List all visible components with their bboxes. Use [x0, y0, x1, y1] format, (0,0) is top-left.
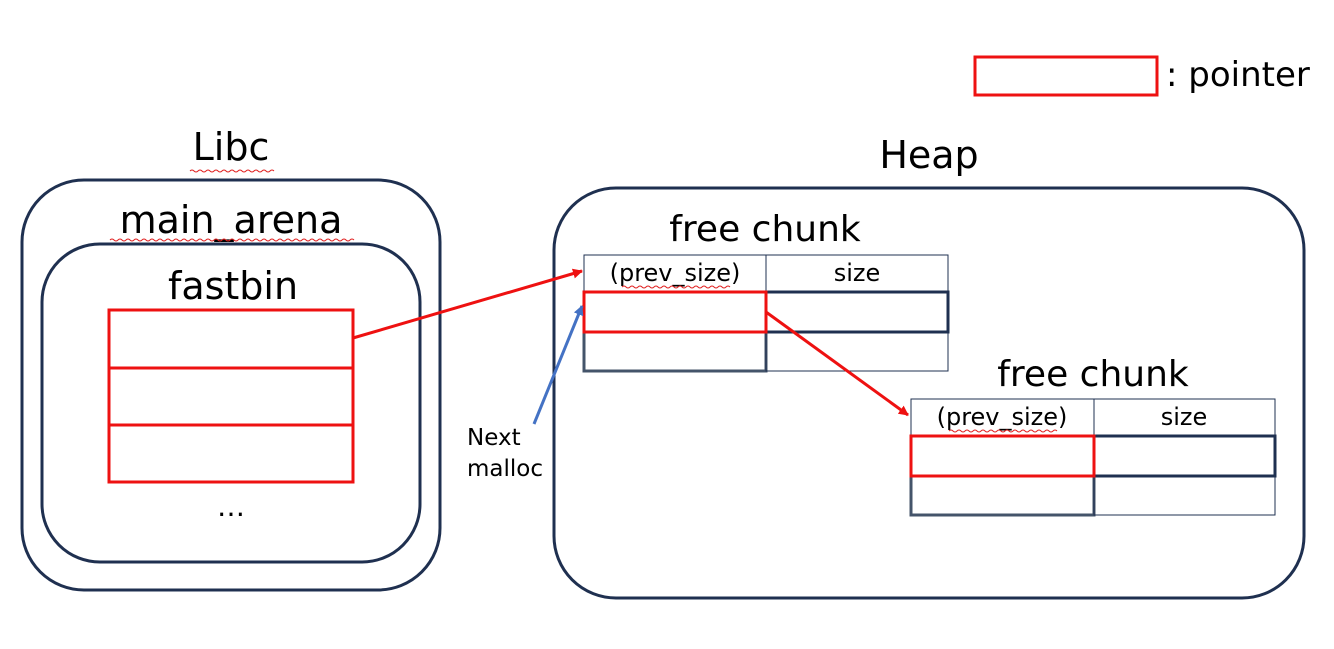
chunk2-lower-right-cell: [1093, 475, 1276, 516]
fastbin-slots: [107, 308, 355, 484]
chunk2-size-label: size: [1161, 403, 1208, 431]
free-chunk-1: free chunk (prev_size) size: [582, 209, 950, 373]
legend-label: : pointer: [1166, 55, 1310, 95]
fastbin-to-chunk1-arrow: [352, 268, 583, 340]
heap-box: [552, 186, 1306, 600]
chunk1-lower-right-cell: [765, 331, 949, 372]
next-malloc-annotation: Next malloc: [467, 425, 543, 482]
chunk1-size-field: [764, 290, 950, 334]
chunk2-fd-pointer: [909, 434, 1096, 478]
chunk2-lower-left-cell: [909, 474, 1096, 517]
next-malloc-line1: Next: [467, 425, 521, 451]
fastbin-title: fastbin: [168, 264, 298, 308]
free-chunk-2: free chunk (prev_size) size: [909, 354, 1277, 517]
chunk1-title: free chunk: [669, 209, 861, 250]
fastbin-slot-1: [107, 308, 355, 370]
chunk1-size-label: size: [834, 259, 881, 287]
next-malloc-arrow: [532, 305, 584, 425]
main-arena-box: [40, 242, 422, 564]
fastbin-ellipsis: …: [217, 490, 245, 523]
chunk1-to-chunk2-arrow: [765, 310, 909, 417]
chunk2-size-field: [1092, 434, 1277, 478]
chunk1-lower-left-cell: [582, 330, 768, 373]
chunk2-prev-size-label: (prev_size): [937, 403, 1068, 431]
libc-region: Libc main_arena fastbin …: [20, 125, 442, 592]
libc-title: Libc: [193, 125, 270, 169]
chunk2-title: free chunk: [997, 354, 1189, 395]
legend: : pointer: [973, 55, 1310, 97]
chunk1-fd-pointer: [582, 290, 768, 334]
heap-title: Heap: [879, 133, 978, 177]
fastbin-slot-2: [107, 366, 355, 427]
next-malloc-line2: malloc: [467, 456, 543, 482]
chunk1-prev-size-label: (prev_size): [610, 259, 741, 287]
libc-box: [20, 178, 442, 592]
legend-pointer-swatch: [973, 55, 1159, 97]
fastbin-slot-3: [107, 423, 355, 484]
heap-region: Heap free chunk (prev_size) size free ch…: [552, 133, 1306, 600]
main-arena-title: main_arena: [120, 198, 343, 242]
